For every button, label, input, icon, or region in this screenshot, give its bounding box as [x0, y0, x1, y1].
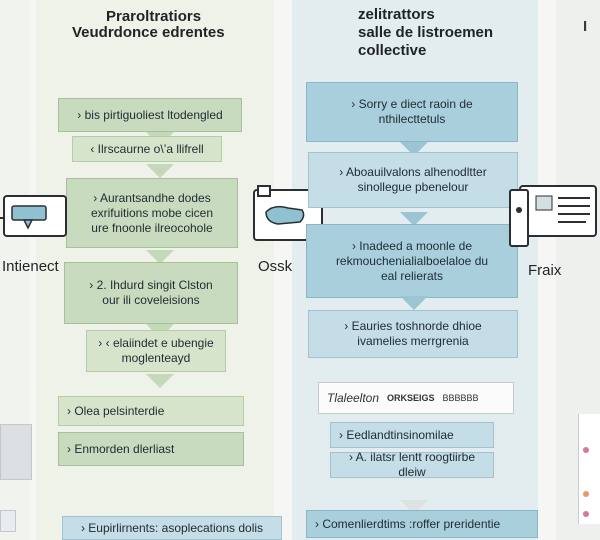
middle-step-1: › Sorry e diect raoin de nthilecttetuls: [306, 82, 518, 142]
middle-arrow-3: [400, 296, 428, 310]
left-step-3: › Aurantsandhe dodes exrifuitions mobe c…: [66, 178, 238, 248]
left-node-label: Intienect: [2, 258, 59, 275]
middle-step-2: › Aboauilvalons alhenodltter sinollegue …: [308, 152, 518, 208]
window-hand-icon: [248, 180, 328, 250]
middle-step-7: › Comenlierdtims :roffer preridentie: [306, 510, 538, 538]
left-edge-panel: [0, 424, 32, 480]
left-step-5: › ‹ elaiindet e ubengie moglenteayd: [86, 330, 226, 372]
left-step-7: › Enmorden dlerliast: [58, 432, 244, 466]
left-step-4: › 2. Ihdurd singit Clston our ili covele…: [64, 262, 238, 324]
middle-arrow-2: [400, 212, 428, 226]
left-step-1: › bis pirtiguoliest ltodengled: [58, 98, 242, 132]
device-screen-icon: [506, 180, 600, 250]
middle-step-6: › A. ilatsr lentt roogtiirbe dleiw: [330, 450, 494, 479]
tag-3: BBBBBB: [442, 392, 479, 403]
left-header-line1: Praroltratiors: [106, 8, 202, 25]
middle-step-4: › Eauries toshnorde dhioe ivamelies merr…: [308, 310, 518, 358]
right-list-panel: [578, 414, 600, 524]
right-header: I: [583, 18, 588, 35]
left-arrow-5: [146, 374, 174, 388]
middle-step-5: › Eedlandtinsinomilae: [330, 422, 494, 448]
middle-header-line3: collective: [358, 42, 427, 59]
left-arrow-2: [146, 164, 174, 178]
chat-window-icon: [0, 192, 70, 242]
tag-1: Tlaleelton: [327, 390, 380, 405]
left-step-6: › Olea pelsinterdie: [58, 396, 244, 426]
left-arrow-3: [146, 250, 174, 264]
left-step-2: ‹ Ilrscaurne o\’a llifrell: [72, 136, 222, 162]
middle-node-label: Ossk: [258, 258, 293, 275]
tag-2: ORKSEIGS: [387, 392, 435, 403]
left-header-line2: Veudrdonce edrentes: [72, 24, 225, 41]
left-step-8: › Eupirlirnents: asoplecations dolis: [62, 516, 282, 540]
middle-header-line1: zelitrattors: [358, 6, 435, 23]
middle-header-line2: salle de listroemen: [358, 24, 494, 41]
tag-strip: Tlaleelton ORKSEIGS BBBBBB: [318, 382, 514, 414]
right-node-label: Fraix: [528, 262, 562, 279]
left-edge-tab: [0, 510, 16, 532]
middle-step-3: › Inadeed a moonle de rekmouchenialialbo…: [306, 224, 518, 298]
